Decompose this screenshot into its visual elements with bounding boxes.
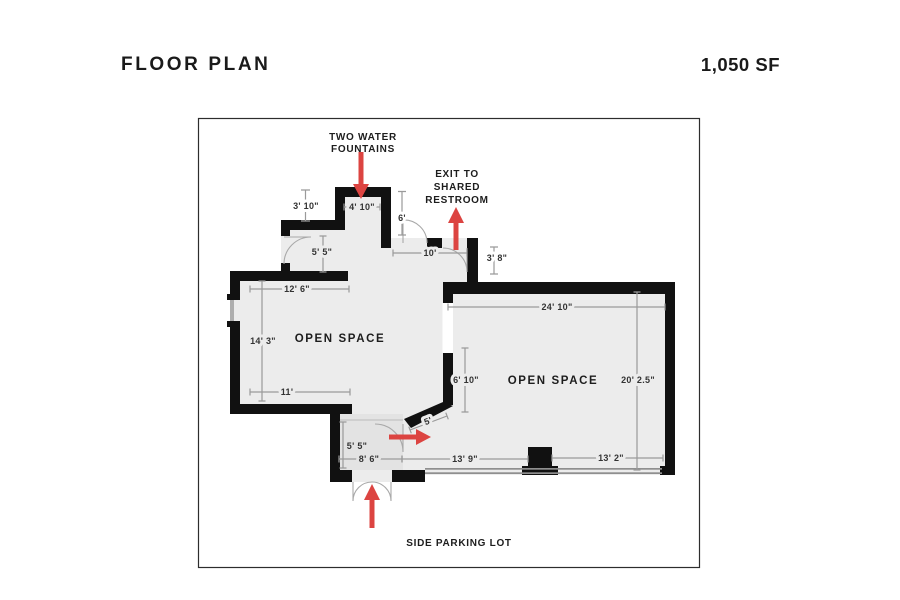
dimension-label-right-room-depth: 20' 2.5" — [621, 375, 655, 385]
dimension-label-right-room-bottom-right: 13' 2" — [598, 453, 624, 463]
arrows — [353, 152, 464, 528]
restroom-exit-arrow-icon — [448, 207, 464, 250]
dimension-left-room-width-top: 12' 6" — [249, 281, 350, 297]
storefront-wall-outer-line — [425, 468, 662, 470]
dimension-label-upper-room-depth: 5' 5" — [312, 247, 332, 257]
dimension-vestibule-depth: 5' 5" — [339, 421, 370, 469]
dimension-left-room-depth: 14' 3" — [247, 280, 279, 402]
dimension-left-room-width-bottom: 11' — [249, 384, 351, 400]
dimension-label-right-room-bottom-left: 13' 9" — [452, 454, 478, 464]
dimension-alcove-side: 6' — [395, 190, 409, 236]
walls — [227, 187, 675, 482]
fountains-arrow-icon — [353, 152, 369, 199]
wall-segments — [227, 187, 675, 482]
annotations: TWO WATER FOUNTAINS EXIT TO SHARED RESTR… — [329, 132, 511, 549]
door-arc-side-room — [283, 236, 312, 265]
parking-note: SIDE PARKING LOT — [406, 538, 511, 549]
dimension-right-room-bottom-left: 13' 9" — [401, 451, 529, 467]
dimension-nook-width: 3' 10" — [290, 189, 322, 222]
doors — [283, 219, 468, 502]
dimension-label-left-room-depth: 14' 3" — [250, 336, 276, 346]
dimensions: 3' 10" 4' 10" 6' 5' 5" 10' 3' 8" — [247, 189, 666, 471]
vestibule-separation-line — [340, 419, 403, 421]
restroom-note-line3: RESTROOM — [425, 195, 488, 206]
entrance-arrow-icon — [364, 484, 380, 528]
dimension-right-room-depth: 20' 2.5" — [618, 291, 658, 471]
passage-arrow-icon — [389, 429, 431, 445]
dimension-label-alcove-side: 6' — [398, 213, 406, 223]
dimension-right-room-bottom-right: 13' 2" — [551, 450, 664, 466]
dimension-label-vestibule-width: 8' 6" — [359, 454, 379, 464]
page-title: FLOOR PLAN — [121, 54, 271, 75]
fountains-note-line2: FOUNTAINS — [331, 144, 395, 155]
room-labels: OPEN SPACE OPEN SPACE — [295, 333, 599, 387]
dimension-right-room-width: 24' 10" — [447, 299, 666, 315]
dimension-label-left-room-width-bottom: 11' — [281, 387, 294, 397]
door-arc-entry-double — [352, 481, 392, 502]
dimension-label-vestibule-depth: 5' 5" — [347, 441, 367, 451]
room-label-right-open-space: OPEN SPACE — [508, 375, 599, 387]
restroom-note-line1: EXIT TO — [435, 169, 479, 180]
dimension-label-left-room-width-top: 12' 6" — [284, 284, 310, 294]
dimension-upper-room-depth: 5' 5" — [309, 235, 335, 273]
room-label-left-open-space: OPEN SPACE — [295, 333, 386, 345]
area-label: 1,050 SF — [700, 54, 780, 75]
dimension-label-fountain-alcove-width: 4' 10" — [349, 202, 375, 212]
windows — [230, 300, 662, 474]
dimension-label-right-room-width: 24' 10" — [541, 302, 572, 312]
plan-border — [197, 117, 701, 569]
door-arc-nook — [402, 219, 428, 244]
dimension-label-nook-width: 3' 10" — [293, 201, 319, 211]
fountains-note-line1: TWO WATER — [329, 132, 397, 143]
dimension-restroom-door: 3' 8" — [484, 246, 510, 275]
dimension-fountain-alcove-width: 4' 10" — [343, 199, 381, 215]
dimension-rooms-opening: 6' 10" — [450, 347, 482, 413]
dimension-vestibule-width: 8' 6" — [338, 451, 403, 467]
vestibule-floor — [340, 414, 403, 470]
storefront-wall-inner-line — [425, 472, 662, 474]
cased-opening — [442, 303, 453, 353]
dimension-label-restroom-door: 3' 8" — [487, 253, 507, 263]
dimension-label-hallway-length: 10' — [423, 248, 436, 258]
window-marker — [230, 300, 234, 321]
dimension-hallway-length: 10' — [392, 245, 468, 261]
restroom-note-line2: SHARED — [434, 182, 480, 193]
dimension-label-rooms-opening: 6' 10" — [453, 375, 479, 385]
